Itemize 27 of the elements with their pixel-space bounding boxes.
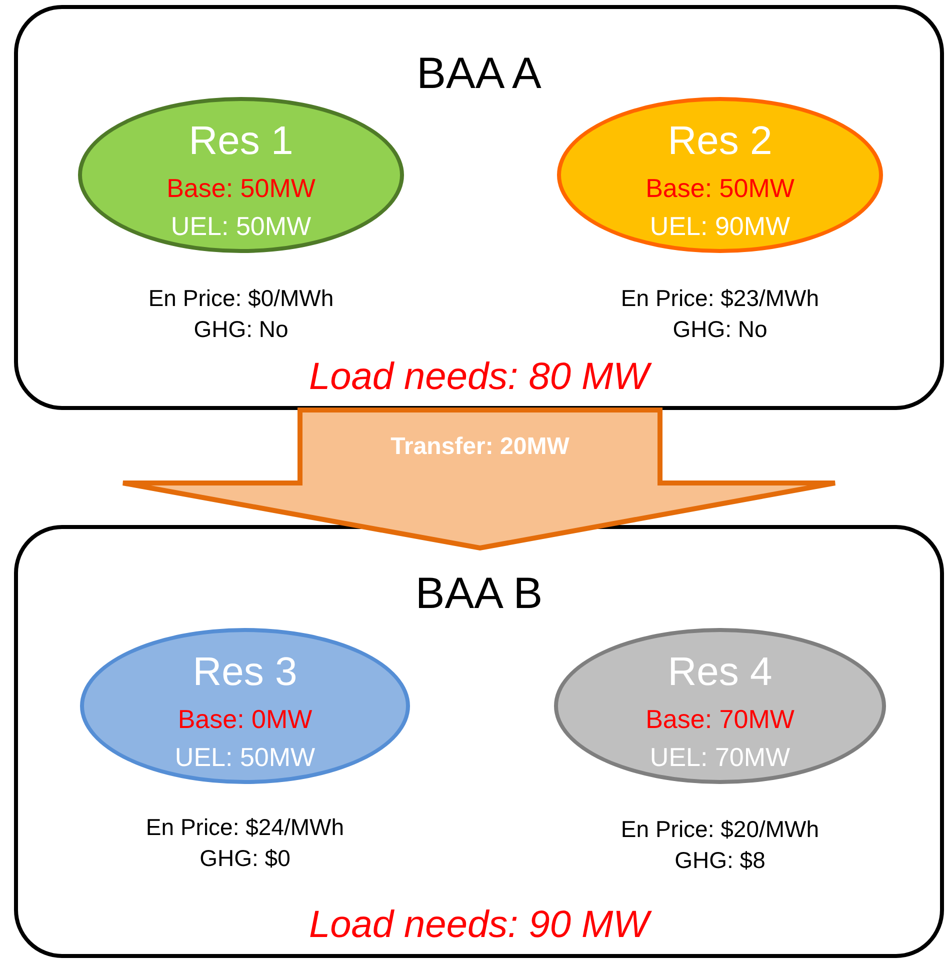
resource-name: Res 2	[668, 119, 772, 164]
emission-note: GHG: $8	[674, 847, 766, 874]
base-value: Base: 70MW	[646, 704, 794, 735]
price-note: En Price: $0/MWh	[148, 285, 334, 312]
load-note: Load needs: 90 MW	[308, 904, 650, 947]
region-title: BAA A	[416, 49, 542, 99]
emission-note: GHG: No	[194, 316, 288, 343]
resource-name: Res 3	[192, 650, 298, 695]
base-value: Base: 50MW	[646, 173, 794, 204]
base-value: Base: 0MW	[178, 704, 312, 735]
limit-value: UEL: 50MW	[174, 742, 316, 773]
region-box	[14, 525, 944, 958]
limit-value: UEL: 70MW	[650, 742, 790, 773]
limit-value: UEL: 50MW	[170, 211, 312, 242]
emission-note: GHG: $0	[200, 845, 290, 872]
price-note: En Price: $23/MWh	[620, 285, 820, 312]
resource-name: Res 1	[188, 119, 294, 164]
emission-note: GHG: No	[672, 316, 768, 343]
base-value: Base: 50MW	[166, 173, 316, 204]
region-box	[14, 5, 944, 410]
limit-value: UEL: 90MW	[650, 211, 790, 242]
price-note: En Price: $20/MWh	[620, 816, 820, 843]
resource-name: Res 4	[668, 650, 772, 695]
load-note: Load needs: 80 MW	[308, 356, 650, 399]
price-note: En Price: $24/MWh	[146, 814, 344, 841]
transfer-arrow	[120, 408, 838, 551]
region-title: BAA B	[415, 569, 543, 619]
